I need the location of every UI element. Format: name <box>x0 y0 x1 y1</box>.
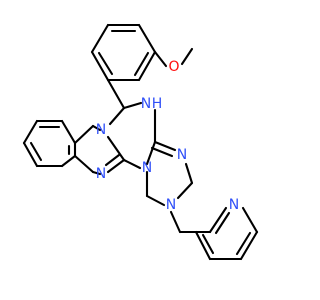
bond <box>208 206 228 234</box>
bond-double <box>214 211 231 235</box>
ring-nitrogen-label: N <box>142 160 152 176</box>
pyridine-ring <box>194 206 259 261</box>
bond <box>60 119 77 145</box>
hydrogen-atom-label: H <box>152 96 163 112</box>
bond-double <box>133 51 150 77</box>
bond-double <box>97 51 114 76</box>
benzimidazole-n1-label: N <box>96 122 106 138</box>
bond <box>137 23 157 54</box>
bond-double <box>201 233 215 255</box>
bond-double <box>29 141 43 162</box>
benzo-ring <box>22 119 102 176</box>
bond <box>106 135 126 162</box>
bond <box>145 194 166 207</box>
bond-double <box>150 146 174 158</box>
nitrogen-h-atom-label: N <box>141 96 151 112</box>
bond <box>22 141 39 168</box>
methoxyphenyl-ring <box>90 23 157 82</box>
bond <box>73 154 95 174</box>
bond <box>106 78 126 110</box>
fused-ring-core <box>104 101 194 207</box>
bond <box>122 101 143 110</box>
bond <box>60 154 77 168</box>
bond <box>239 230 259 261</box>
bond <box>184 162 194 185</box>
bond <box>137 50 157 82</box>
bond <box>73 124 95 145</box>
bond <box>22 119 39 145</box>
bond <box>90 23 110 54</box>
bond <box>145 140 157 166</box>
imine-nitrogen-label: N <box>177 147 187 163</box>
bond <box>91 124 102 132</box>
bond <box>106 158 126 174</box>
bond <box>91 170 102 176</box>
benzimidazole-n3-label: N <box>96 166 106 182</box>
amine-nitrogen-label: N <box>166 197 176 213</box>
bond <box>169 210 182 234</box>
bond <box>241 206 259 234</box>
bond-double <box>235 231 252 256</box>
bond <box>176 181 194 200</box>
bond <box>153 50 168 68</box>
molecule-structure: O N H N N N N N N <box>22 23 259 261</box>
bond <box>122 158 142 170</box>
bond-double <box>104 153 121 167</box>
bond <box>194 230 212 261</box>
pyridine-nitrogen-label: N <box>229 197 239 213</box>
bond <box>180 47 194 66</box>
bond <box>90 50 110 82</box>
oxygen-atom-label: O <box>168 59 179 75</box>
molecule-canvas: O N H N N N N N N <box>22 23 259 261</box>
bond <box>108 106 126 126</box>
bond <box>153 140 177 152</box>
